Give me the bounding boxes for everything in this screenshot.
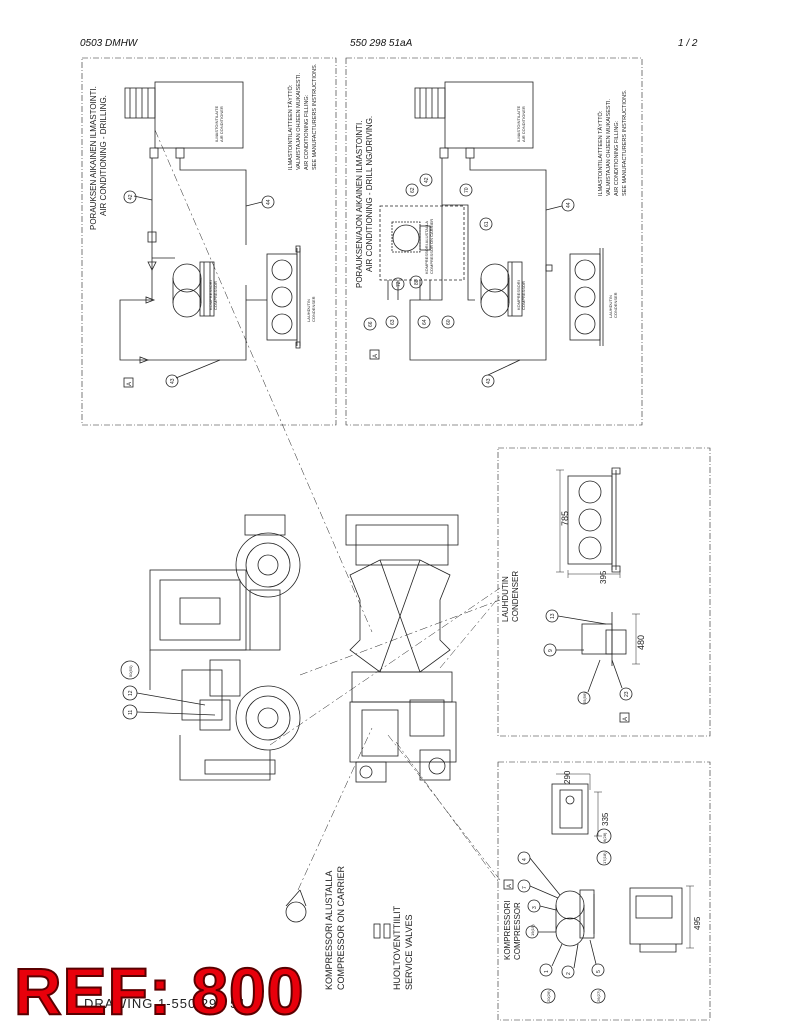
tr-item-63: 63 bbox=[390, 319, 396, 325]
carrier-item-11: 11 bbox=[128, 710, 134, 715]
header-document-code: 0503 DMHW bbox=[80, 38, 138, 49]
panel-top-left-labels: PORAUKSEN AIKAINEN ILMASTOINTI. AIR COND… bbox=[89, 63, 318, 386]
carrier-labels: 11 12 50(50) KOMPRESSORI ALUSTALLA COMPR… bbox=[128, 665, 414, 990]
compressor-item-1: 1 bbox=[544, 970, 550, 973]
tr-item-60: 60 bbox=[446, 319, 452, 325]
condenser-title-2: CONDENSER bbox=[511, 571, 520, 622]
panel-compressor-labels: KOMPRESSORI COMPRESSOR 290 335 495 4 7 3… bbox=[503, 770, 702, 1002]
drawing-number: DRAWING 1-550 298 51 bbox=[84, 996, 247, 1011]
condenser-detail-a: A bbox=[623, 717, 629, 721]
tl-title-fi: PORAUKSEN AIKAINEN ILMASTOINTI. bbox=[89, 86, 98, 230]
panel-condenser-labels: LAUHDUTIN CONDENSER 785 395 480 13 9 55(… bbox=[501, 511, 646, 721]
compressor-item-26: 26(27) bbox=[596, 990, 601, 1002]
tl-item-42: 42 bbox=[128, 194, 134, 200]
tr-item-62: 62 bbox=[410, 187, 416, 193]
tr-item-61: 61 bbox=[484, 221, 490, 227]
tr-item-72: 72 bbox=[396, 281, 402, 287]
tr-detail-a: A bbox=[373, 354, 379, 358]
tr-item-44: 44 bbox=[566, 202, 572, 208]
panel-compressor-drawing bbox=[503, 773, 694, 1004]
panel-condenser-drawing bbox=[543, 467, 640, 723]
panel-frame-top-right bbox=[345, 57, 643, 426]
tr-title-fi: PORAUKSEN/AJON AIKAINEN ILMASTOINTI. bbox=[355, 121, 364, 288]
header-page-number: 1 / 2 bbox=[678, 38, 698, 49]
tr-note-4: SEE MANUFACTURERS INSTRUCTIONS. bbox=[622, 89, 628, 196]
carrier-compressor-label-2: COMPRESSOR ON CARRIER bbox=[336, 865, 346, 990]
compressor-dim-495: 495 bbox=[693, 916, 702, 930]
tl-item-43: 43 bbox=[170, 378, 176, 384]
compressor-item-19: 19(19) bbox=[530, 924, 535, 936]
service-valves-label-1: HUOLTOVENTTIILIT bbox=[392, 905, 402, 990]
tr-note-2: VALMISTAJAN OHJEEN MUKAISESTI. bbox=[606, 99, 612, 196]
condenser-item-9: 9 bbox=[548, 649, 554, 652]
panel-frame-top-left bbox=[81, 57, 337, 426]
tl-condenser-2: CONDENSER bbox=[311, 296, 316, 322]
condenser-dim-395: 395 bbox=[599, 570, 608, 584]
compressor-item-7: 7 bbox=[522, 886, 528, 889]
carrier-side-view bbox=[149, 514, 301, 781]
compressor-item-3: 3 bbox=[532, 906, 538, 909]
tr-carrier-compressor-2: COMPRESSOR ON CARRIER bbox=[429, 219, 434, 274]
panel-frame-condenser bbox=[497, 447, 711, 737]
tl-compressor-1: KOMPRESSORI bbox=[208, 280, 213, 310]
condenser-item-55: 55(56) bbox=[582, 692, 587, 704]
carrier-top-view bbox=[345, 514, 459, 783]
tr-unit-label-1: ILMASTOINTILAITE bbox=[516, 106, 521, 142]
tr-item-66: 66 bbox=[368, 321, 374, 327]
compressor-item-5: 5 bbox=[596, 970, 602, 973]
condenser-item-13: 13 bbox=[550, 613, 556, 619]
compressor-title-1: KOMPRESSORI bbox=[503, 900, 512, 960]
tr-note-1: ILMASTOINTILAITTEEN TÄYTTÖ: bbox=[597, 110, 604, 196]
compressor-dim-335: 335 bbox=[601, 812, 610, 826]
compressor-item-2: 2 bbox=[566, 972, 572, 975]
tr-item-43: 43 bbox=[486, 378, 492, 384]
carrier-item-50: 50(50) bbox=[128, 665, 133, 677]
service-valves-label-2: SERVICE VALVES bbox=[404, 914, 414, 990]
tl-unit-label-2: AIR CONDITIONER bbox=[219, 106, 224, 142]
compressor-item-17: 17(18) bbox=[602, 852, 607, 864]
tr-compressor-2: COMPRESSOR bbox=[521, 281, 526, 310]
tr-compressor-1: KOMPRESSORI bbox=[516, 280, 521, 310]
tr-condenser-1: LAUHDUTIN bbox=[608, 295, 613, 318]
tl-compressor-2: COMPRESSOR bbox=[213, 281, 218, 310]
panel-top-right-labels: PORAUKSEN/AJON AIKAINEN ILMASTOINTI. AIR… bbox=[355, 89, 628, 384]
tl-note-1: ILMASTOINTILAITTEEN TÄYTTÖ: bbox=[287, 84, 294, 170]
compressor-dim-290: 290 bbox=[563, 770, 572, 784]
tr-item-64: 64 bbox=[422, 319, 428, 325]
compressor-item-6: 6(28) bbox=[602, 832, 607, 842]
tr-carrier-compressor-1: KOMPRESSORI ALUSTALLA bbox=[424, 221, 429, 274]
tr-note-3: AIR CONDITIONING FILLING: bbox=[614, 120, 620, 196]
carrier-balloons bbox=[120, 660, 391, 939]
condenser-dim-785: 785 bbox=[560, 511, 570, 526]
condenser-dim-480: 480 bbox=[636, 635, 646, 650]
compressor-item-20: 20(26) bbox=[546, 990, 551, 1002]
tl-condenser-1: LAUHDUTIN bbox=[306, 299, 311, 322]
ref-stamp: REF: 800 bbox=[13, 954, 305, 1028]
tl-unit-label-1: ILMASTOINTILAITE bbox=[214, 106, 219, 142]
panel-top-left-schematic bbox=[119, 81, 301, 388]
tr-item-42: 42 bbox=[424, 177, 430, 183]
tr-condenser-2: CONDENSER bbox=[613, 292, 618, 318]
compressor-item-4: 4 bbox=[522, 858, 528, 861]
tr-item-88: 88 bbox=[414, 279, 420, 285]
header-part-number: 550 298 51aA bbox=[350, 38, 413, 49]
tl-item-44: 44 bbox=[266, 199, 272, 205]
carrier-compressor-label-1: KOMPRESSORI ALUSTALLA bbox=[324, 871, 334, 990]
panel-top-right-schematic bbox=[363, 81, 604, 388]
condenser-title-1: LAUHDUTIN bbox=[501, 576, 510, 622]
tr-title-en: AIR CONDITIONING - DRILL NG/DRIVING. bbox=[365, 116, 374, 272]
tl-note-2: VALMISTAJAN OHJEEN MUKAISESTI. bbox=[296, 73, 302, 170]
tl-note-3: AIR CONDITIONING FILLING: bbox=[304, 94, 310, 170]
tr-item-70: 70 bbox=[464, 187, 470, 193]
compressor-title-2: COMPRESSOR bbox=[513, 902, 522, 960]
tl-note-4: SEE MANUFACTURERS INSTRUCTIONS. bbox=[312, 63, 318, 170]
condenser-item-23: 23 bbox=[624, 691, 630, 697]
compressor-detail-a: A bbox=[507, 884, 513, 888]
carrier-item-12: 12 bbox=[128, 690, 134, 696]
panel-frame-compressor bbox=[497, 761, 711, 1021]
tr-unit-label-2: AIR CONDITIONER bbox=[521, 106, 526, 142]
tl-title-en: AIR CONDITIONING - DRILLING. bbox=[99, 95, 108, 216]
tl-detail-a: A bbox=[127, 382, 133, 386]
